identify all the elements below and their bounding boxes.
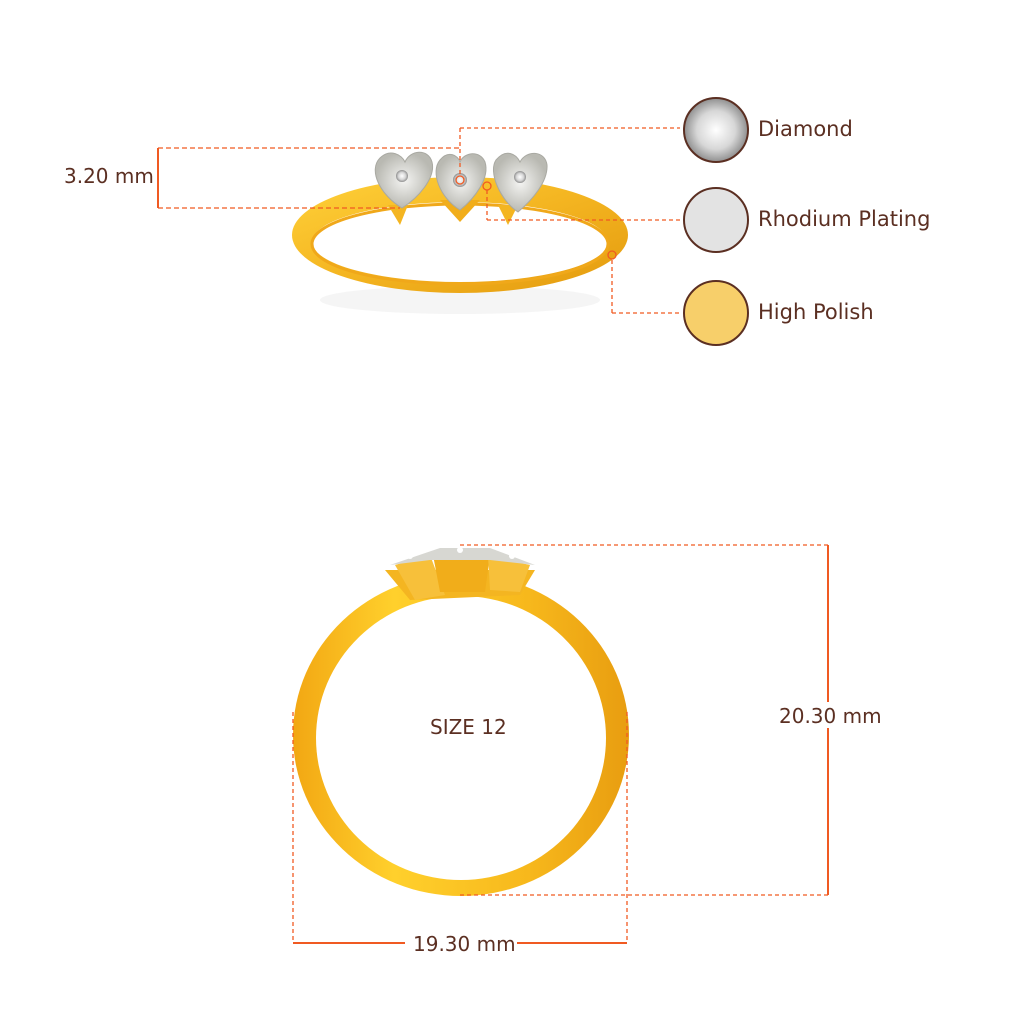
ring-size-label: SIZE 12 bbox=[430, 715, 507, 739]
legend-high-polish-label: High Polish bbox=[758, 300, 874, 324]
height-dimension-label: 3.20 mm bbox=[64, 164, 154, 188]
diamond-swatch bbox=[683, 97, 749, 163]
ring-front-view bbox=[293, 547, 629, 896]
legend-diamond-label: Diamond bbox=[758, 117, 853, 141]
rhodium-swatch bbox=[683, 187, 749, 253]
legend-rhodium-label: Rhodium Plating bbox=[758, 207, 931, 231]
heart-setting bbox=[374, 151, 548, 225]
high-polish-swatch bbox=[683, 280, 749, 346]
ring-width-label: 19.30 mm bbox=[413, 932, 516, 956]
ring-side-view bbox=[292, 151, 628, 314]
legend-swatches bbox=[683, 97, 749, 346]
ring-height-label: 20.30 mm bbox=[779, 704, 882, 728]
